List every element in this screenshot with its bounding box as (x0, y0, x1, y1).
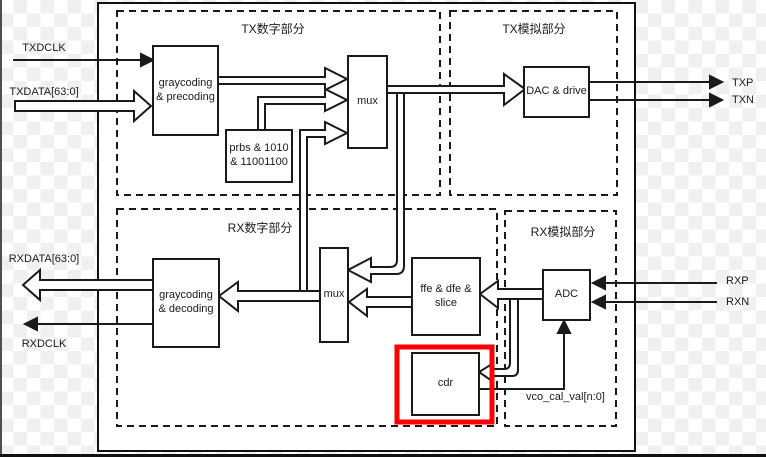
net-rxdata-bus (21, 267, 154, 303)
block-prbs[interactable] (225, 129, 293, 183)
net-prbs-to-txmux-bus (257, 87, 350, 131)
net-adc-to-cdr-bus (477, 298, 519, 383)
block-cdr[interactable] (411, 352, 480, 416)
section-rx-digital (116, 208, 498, 427)
net-rxp-arrow (590, 275, 717, 291)
section-rx-analog (504, 210, 617, 427)
net-rxmux-to-decoding-bus (217, 280, 321, 314)
window-bottom-edge (0, 454, 766, 457)
net-adc-to-ffe-bus (478, 279, 544, 311)
block-tx-mux[interactable] (347, 55, 388, 149)
section-tx-digital (116, 10, 441, 196)
block-graycoding-decoding[interactable] (152, 258, 220, 348)
net-txdata-bus (14, 88, 153, 124)
block-graycoding-precoding[interactable] (152, 45, 219, 136)
net-rxdclk-arrow (22, 316, 153, 332)
block-ffe-dfe-slice[interactable] (411, 257, 481, 336)
net-rx-loopback-to-txmux-bus (299, 120, 350, 292)
net-txn-arrow (589, 92, 725, 108)
net-txmux-to-dac-bus (386, 72, 527, 108)
block-adc[interactable] (542, 269, 591, 321)
net-txdclk-arrow (13, 52, 156, 68)
window-left-edge (0, 0, 2, 457)
net-ffe-to-rxmux-bus (347, 287, 413, 319)
block-dac-drive[interactable] (523, 66, 590, 118)
highlight-box-cdr (394, 344, 495, 425)
section-tx-analog (449, 10, 618, 196)
net-rxn-arrow (590, 294, 717, 310)
block-rx-mux[interactable] (319, 247, 349, 343)
net-txp-arrow (589, 74, 725, 90)
net-vco-cal-val-arrow (479, 318, 572, 390)
net-tx-loopback-to-rxmux-bus (345, 92, 405, 284)
net-precoding-to-txmux-bus (217, 66, 350, 92)
